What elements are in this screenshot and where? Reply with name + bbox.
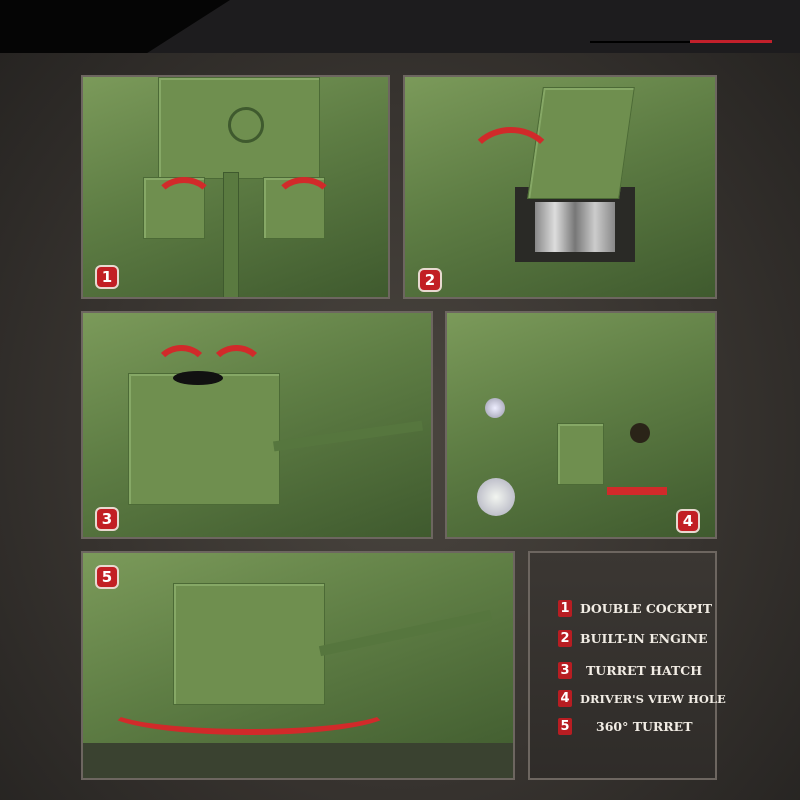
turret-block [158,77,320,179]
panel-double-cockpit: 1 [81,75,390,299]
turret-block [128,373,280,505]
badge-3: 3 [97,509,117,529]
panel-drivers-view-hole: 4 [445,311,717,539]
badge-2: 2 [420,270,440,290]
legend-number: 5 [558,718,572,735]
red-arrow [607,487,667,495]
gun-barrel [318,609,493,657]
legend-label: DOUBLE COCKPIT [580,601,713,616]
red-arrow [273,177,335,229]
engine [535,202,615,252]
view-lens [477,478,515,516]
view-lens [485,398,505,418]
red-arrow [153,345,210,397]
tracks [83,743,513,778]
rotation-arrow [103,683,395,735]
decorative-line [590,41,690,43]
feature-legend: 1 DOUBLE COCKPIT 2 BUILT-IN ENGINE 3 TURRET… [528,551,726,780]
legend-label: DRIVER'S VIEW HOLE [580,691,726,706]
red-arrow [208,345,265,397]
view-block [557,423,604,485]
legend-number: 3 [558,662,572,679]
red-arrow [153,177,215,229]
legend-item: 5 360° TURRET [558,718,693,735]
legend-number: 4 [558,690,572,707]
gun-barrel [273,420,423,452]
legend-label: 360° TURRET [596,719,693,734]
panel-built-in-engine: 2 [403,75,717,299]
legend-item: 3 TURRET HATCH [558,662,702,679]
legend-item: 1 DOUBLE COCKPIT [558,600,712,617]
legend-number: 1 [558,600,572,617]
legend-item: 4 DRIVER'S VIEW HOLE [558,690,726,707]
badge-5: 5 [97,567,117,587]
red-arrow [465,127,557,209]
panel-turret-hatch: 3 [81,311,433,539]
gun-barrel [223,172,239,297]
turret-ring [228,107,264,143]
view-hole [630,423,650,443]
legend-item: 2 BUILT-IN ENGINE [558,630,708,647]
badge-4: 4 [678,511,698,531]
legend-label: TURRET HATCH [586,663,703,678]
legend-number: 2 [558,630,572,647]
turret-block [173,583,325,705]
decorative-red-line [690,40,772,43]
panel-360-turret: 5 [81,551,515,780]
legend-label: BUILT-IN ENGINE [580,631,708,646]
badge-1: 1 [97,267,117,287]
